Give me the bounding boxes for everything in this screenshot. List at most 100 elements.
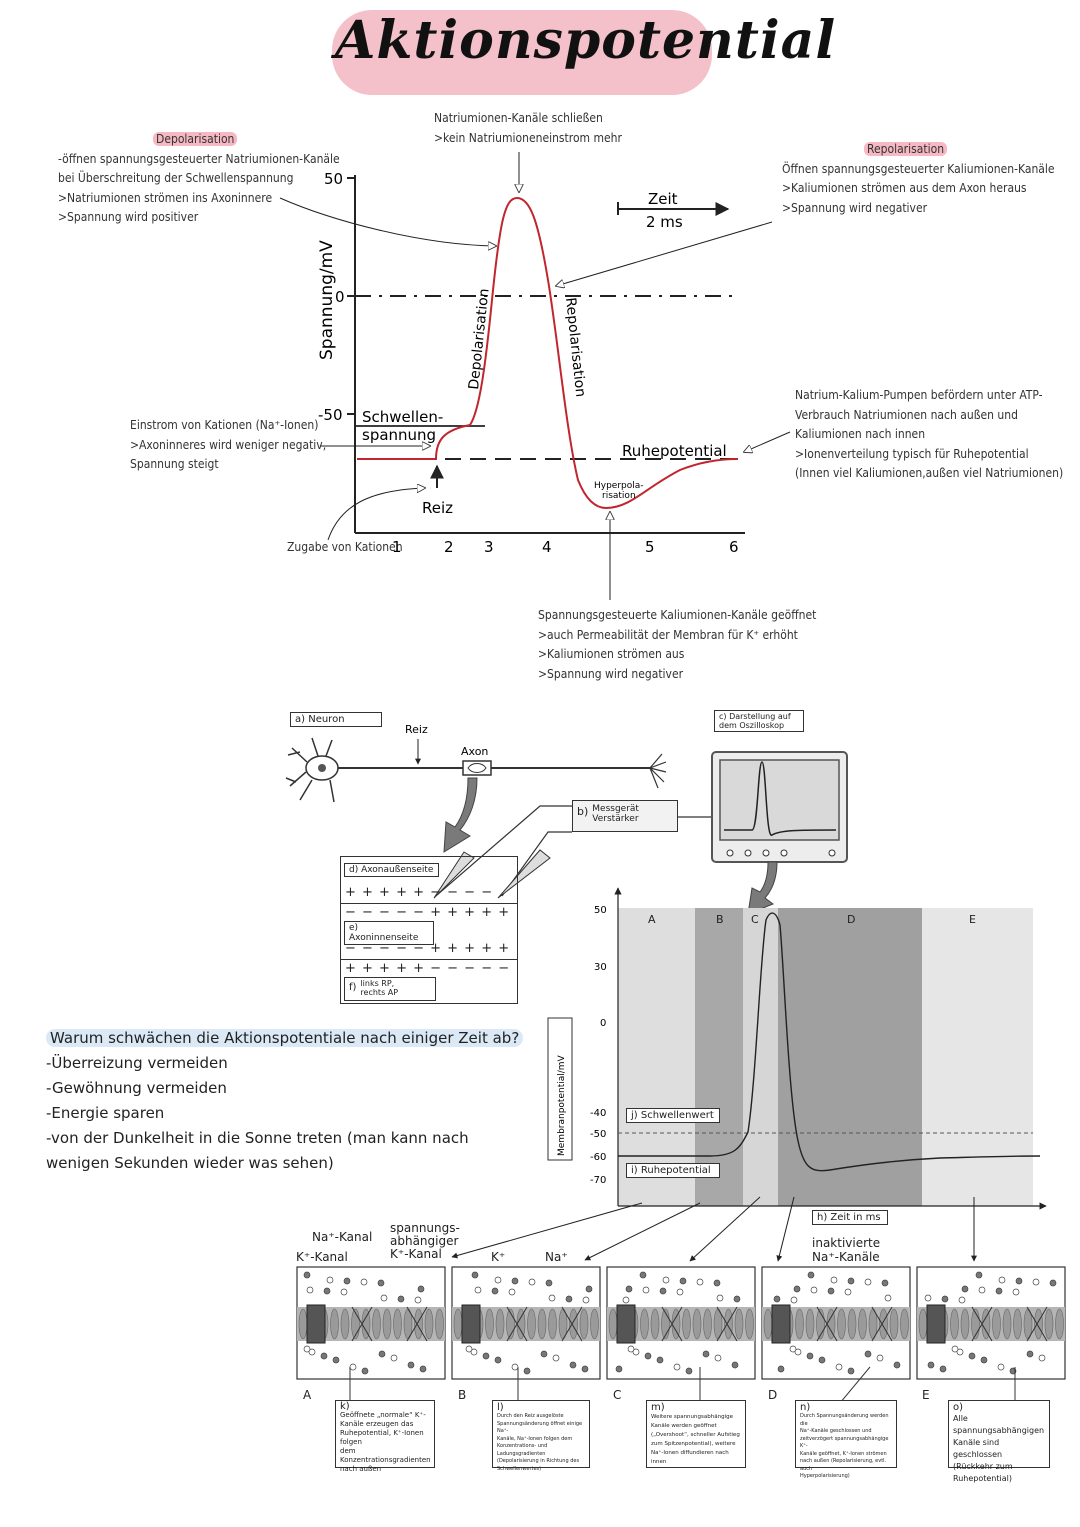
- stimulus-label: Reiz: [422, 499, 453, 517]
- panel-letter: E: [922, 1388, 930, 1402]
- label-c-oscilloscope: c) Darstellung auf dem Oszilloskop: [714, 710, 804, 732]
- ap-curve-2: [618, 912, 1041, 1172]
- caption-line: nach außen: [340, 1465, 382, 1473]
- label-c-line: Darstellung auf: [729, 712, 791, 721]
- label-f-line: rechts AP: [360, 988, 399, 997]
- repol-line: >Kaliumionen strömen aus dem Axon heraus: [782, 181, 1027, 195]
- oscilloscope: [711, 751, 848, 863]
- voltage-k-line: K⁺-Kanal: [390, 1247, 442, 1261]
- k-channel-line: >Kaliumionen strömen aus: [538, 647, 685, 661]
- depol-line: bei Überschreitung der Schwellenspannung: [58, 171, 294, 185]
- caption-label: n): [800, 1402, 811, 1413]
- phase-number: 3: [484, 538, 494, 556]
- ap-graph-1: 50 0 -50 Spannung/mV Schwellen- spannung…: [279, 152, 791, 600]
- caption-line: Kanäle sind geschlossen: [953, 1438, 1003, 1459]
- caption-k: k) Geöffnete „normale“ K⁺- Kanäle erzeug…: [335, 1400, 435, 1473]
- answer-line: -Energie sparen: [46, 1104, 165, 1122]
- answer-line: -Überreizung vermeiden: [46, 1054, 228, 1072]
- phase-number: 1: [392, 538, 402, 556]
- phase-label: E: [969, 913, 976, 926]
- caption-line: Weitere spannungsabhängige: [651, 1414, 733, 1420]
- depol-line: >Natriumionen strömen ins Axoninnere: [58, 190, 273, 205]
- caption-label: m): [651, 1402, 665, 1413]
- resting-label: Ruhepotential: [622, 442, 727, 460]
- caption-label: k): [340, 1401, 350, 1412]
- y-tick-2: 50: [594, 905, 607, 916]
- na-channel-label: Na⁺-Kanal: [312, 1230, 373, 1244]
- pump-line: >Ionenverteilung typisch für Ruhepotenti…: [795, 446, 1029, 461]
- label-f: f) links RP, rechts AP: [344, 977, 436, 1001]
- label-c-marker: c): [719, 712, 727, 721]
- charge-row: − − − − − + + + + +: [345, 941, 511, 956]
- answer-line: -Gewöhnung vermeiden: [46, 1079, 227, 1097]
- caption-line: Konzentrations- und Ladungsgradienten: [497, 1443, 548, 1457]
- charge-table: d) Axonaußenseite + + + + + − − − − − − …: [340, 856, 518, 1004]
- membrane-panel-e: [916, 1266, 1066, 1380]
- panel-letter: B: [458, 1388, 467, 1402]
- cation-note: Einstrom von Kationen (Na⁺-Ionen) >Axoni…: [130, 416, 326, 475]
- phase-number: 2: [444, 538, 454, 556]
- y-tick: 0: [335, 288, 345, 306]
- measurement-diagram: Reiz Axon: [285, 723, 848, 915]
- repol-note: Repolarisation Öffnen spannungsgesteuert…: [782, 140, 1055, 218]
- label-e: e) Axoninnenseite: [344, 921, 434, 945]
- phase-number: 6: [729, 538, 739, 556]
- inactive-na-line: Na⁺-Kanäle: [812, 1250, 880, 1264]
- threshold-label: Schwellen-: [362, 408, 443, 426]
- caption-m: m) Weitere spannungsabhängige Kanäle wer…: [646, 1400, 746, 1468]
- pump-line: Natrium-Kalium-Pumpen befördern unter AT…: [795, 388, 1043, 402]
- phase-label: A: [648, 913, 656, 926]
- repol-line: >Spannung wird negativer: [782, 200, 928, 215]
- depol-line: -öffnen spannungsgesteuerter Natriumione…: [58, 151, 340, 166]
- inactive-na-label: inaktivierte Na⁺-Kanäle: [812, 1236, 880, 1264]
- caption-line: Durch Spannungsänderung werden die: [800, 1413, 889, 1427]
- membrane-panel-d: [761, 1266, 911, 1380]
- membrane-panel-b: [451, 1266, 601, 1380]
- label-i-resting: i) Ruhepotential: [626, 1163, 720, 1178]
- label-f-line: links RP,: [360, 979, 395, 988]
- caption-line: Na⁺-Ionen diffundieren nach innen: [651, 1450, 729, 1465]
- caption-line: zeitverzögert spannungsabhängige K⁺-: [800, 1435, 889, 1450]
- pump-line: Kaliumionen nach innen: [795, 427, 926, 441]
- depol-line: >Spannung wird positiver: [58, 210, 199, 224]
- caption-line: dem Konzentrationsgradienten: [340, 1447, 431, 1464]
- phase-label: D: [847, 913, 855, 926]
- phase-number: 5: [645, 538, 655, 556]
- caption-line: (Rückkehr zum: [953, 1462, 1013, 1471]
- phase-label: C: [751, 913, 759, 926]
- title-highlight: [332, 10, 712, 95]
- depol-note: Depolarisation -öffnen spannungsgesteuer…: [58, 130, 340, 228]
- label-f-marker: f): [349, 982, 357, 993]
- membrane-panels: [296, 1196, 1066, 1404]
- y-axis-label: Spannung/mV: [317, 240, 337, 360]
- panel-letter: A: [303, 1388, 312, 1402]
- caption-line: (Depolarisierung in Richtung des: [497, 1458, 580, 1464]
- phase-label: B: [716, 913, 724, 926]
- membrane-panel-a: [296, 1266, 446, 1380]
- label-j-threshold: j) Schwellenwert: [626, 1108, 720, 1123]
- answer-line: -von der Dunkelheit in die Sonne treten …: [46, 1129, 469, 1147]
- label-h-time: h) Zeit in ms: [812, 1210, 888, 1225]
- caption-line: Durch den Reiz ausgelöste: [497, 1413, 564, 1419]
- na-close-line: Natriumionen-Kanäle schließen: [434, 111, 603, 125]
- charge-row: + + + + + − − − − −: [345, 961, 511, 976]
- pump-line: Verbrauch Natriumionen nach außen und: [795, 407, 1018, 422]
- caption-line: Na⁺-Kanäle geschlossen und: [800, 1428, 872, 1434]
- y-tick: -50: [318, 406, 343, 424]
- pump-note: Natrium-Kalium-Pumpen befördern unter AT…: [795, 386, 1063, 484]
- axon-label: Axon: [461, 745, 488, 758]
- caption-line: Kanäle, Na⁺-Ionen folgen dem: [497, 1435, 573, 1442]
- membrane-panel-c: [606, 1266, 756, 1380]
- caption-line: Hyperpolarisierung): [800, 1473, 850, 1479]
- label-b-marker: b): [577, 805, 589, 818]
- y-tick-2: -50: [590, 1129, 606, 1140]
- caption-label: o): [953, 1402, 964, 1413]
- k-channel-note: Spannungsgesteuerte Kaliumionen-Kanäle g…: [538, 606, 816, 684]
- y-tick: 50: [324, 170, 343, 188]
- cation-line: Einstrom von Kationen (Na⁺-Ionen): [130, 418, 319, 432]
- time-label: Zeit: [648, 190, 678, 208]
- k-channel-line: >Spannung wird negativer: [538, 666, 684, 681]
- zoom-arrow: [443, 777, 478, 853]
- depol-heading: Depolarisation: [153, 132, 238, 146]
- caption-line: Ruhepotential, K⁺-Ionen folgen: [340, 1429, 424, 1446]
